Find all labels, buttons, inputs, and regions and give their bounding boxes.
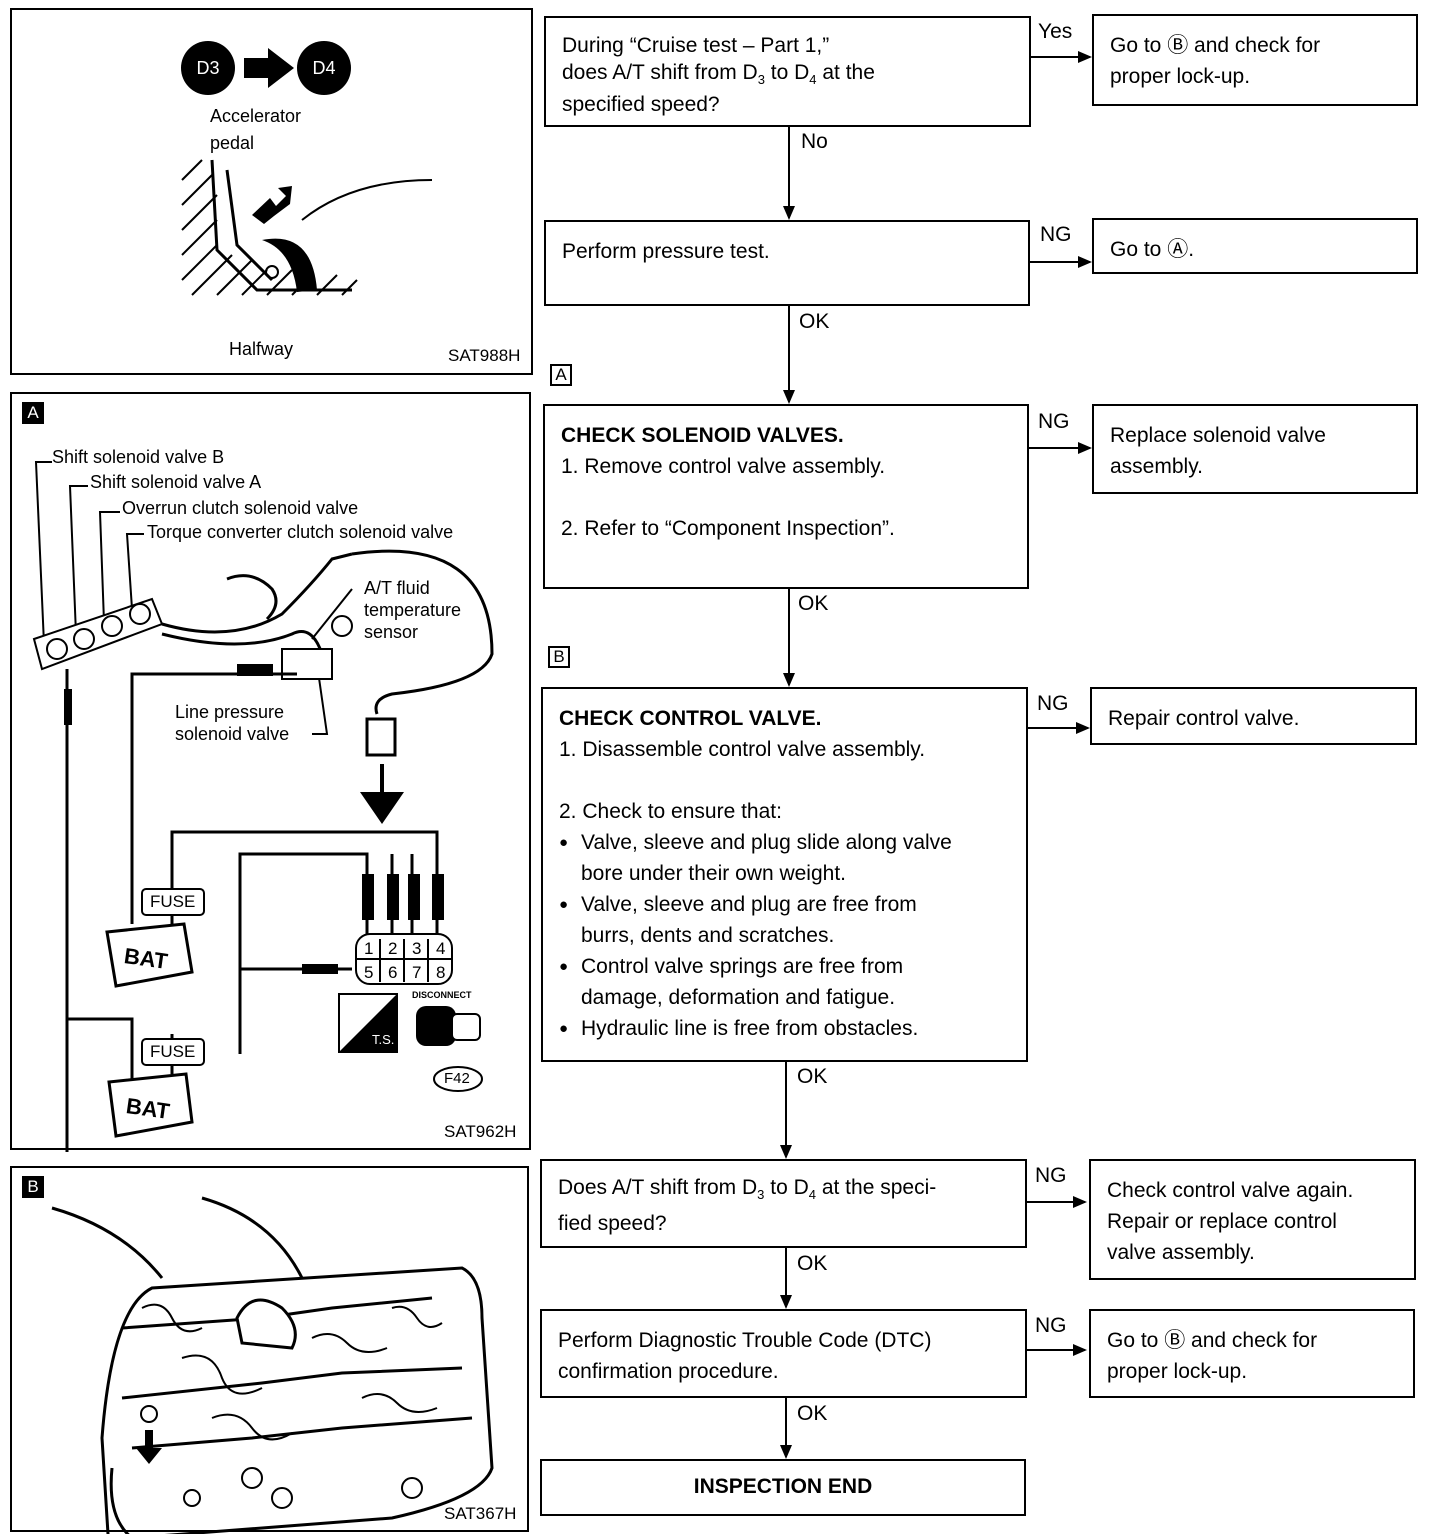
ok-label-2: OK — [798, 592, 829, 615]
flow-tag-b: B — [548, 646, 570, 668]
lockup-check-box: Go to Ⓑ and check for proper lock-up. — [1092, 14, 1418, 106]
halfway-label: Halfway — [229, 339, 294, 359]
solenoid-wiring-diagram — [32, 461, 494, 1152]
ok-label-3: OK — [797, 1065, 828, 1088]
dtc-confirmation-box: Perform Diagnostic Trouble Code (DTC) co… — [540, 1309, 1027, 1398]
yes-label: Yes — [1038, 20, 1073, 43]
shift-solenoid-a-label: Shift solenoid valve A — [90, 472, 262, 492]
repair-control-valve-box: Repair control valve. — [1090, 687, 1417, 745]
d3-label: D3 — [196, 58, 220, 78]
figure-code: SAT367H — [444, 1504, 517, 1523]
ok-label-1: OK — [799, 310, 830, 333]
ng-label-1: NG — [1040, 223, 1072, 246]
section-a-tag: A — [22, 402, 44, 424]
figure-code: SAT988H — [448, 346, 521, 365]
f42-label: F42 — [444, 1070, 470, 1087]
checklist-item: Hydraulic line is free from obstacles. — [559, 1013, 1010, 1044]
connector-pin-2: 2 — [388, 939, 398, 958]
replace-solenoid-box: Replace solenoid valve assembly. — [1092, 404, 1418, 494]
q1-line2: does A/T shift from D3 to D4 at the — [562, 61, 875, 88]
disconnect-label: DISCONNECT — [412, 990, 472, 1000]
figure-code: SAT962H — [444, 1122, 517, 1141]
connector-pin-1: 1 — [364, 939, 374, 958]
ng-label-2: NG — [1038, 410, 1070, 433]
connector-pin-8: 8 — [436, 963, 446, 982]
fuse-label-bottom: FUSE — [150, 1042, 196, 1061]
connector-pin-4: 4 — [436, 939, 446, 958]
ng-label-3: NG — [1037, 692, 1069, 715]
connector-pin-5: 5 — [364, 963, 374, 982]
ng-label-5: NG — [1035, 1314, 1067, 1337]
dtc-lockup-box: Go to Ⓑ and check for proper lock-up. — [1089, 1309, 1415, 1398]
fluid-sensor-label-3: sensor — [364, 622, 419, 642]
q1-line1: During “Cruise test – Part 1,” — [562, 34, 830, 57]
q1-line3: specified speed? — [562, 93, 720, 117]
checklist-item: Control valve springs are free fromdamag… — [559, 951, 1010, 1013]
ts-label: T.S. — [372, 1032, 395, 1047]
inspection-end-box: INSPECTION END — [540, 1459, 1026, 1516]
connector-pin-6: 6 — [388, 963, 398, 982]
ok-label-4: OK — [797, 1252, 828, 1275]
fluid-sensor-label-1: A/T fluid — [364, 578, 430, 598]
torque-converter-label: Torque converter clutch solenoid valve — [147, 522, 454, 542]
fluid-sensor-label-2: temperature — [364, 600, 462, 620]
no-label: No — [801, 130, 828, 153]
shift-solenoid-b-label: Shift solenoid valve B — [52, 447, 225, 467]
checklist-item: Valve, sleeve and plug are free fromburr… — [559, 889, 1010, 951]
ok-label-5: OK — [797, 1402, 828, 1425]
check-solenoid-valves-box: CHECK SOLENOID VALVES. 1. Remove control… — [543, 404, 1029, 589]
line-pressure-label-1: Line pressure — [175, 702, 285, 722]
d4-label: D4 — [312, 58, 336, 78]
line-pressure-label-2: solenoid valve — [175, 724, 290, 744]
flow-tag-a: A — [550, 364, 572, 386]
overrun-solenoid-label: Overrun clutch solenoid valve — [122, 498, 359, 518]
goto-a-box: Go to Ⓐ. — [1092, 218, 1418, 274]
check-again-box: Check control valve again. Repair or rep… — [1089, 1159, 1416, 1280]
check-control-valve-box: CHECK CONTROL VALVE. 1. Disassemble cont… — [541, 687, 1028, 1062]
pedal-illustration-panel: D3 D4 Accelerator pedal Halfway SAT988H — [10, 8, 533, 375]
control-valve-panel: B SAT367H — [10, 1166, 529, 1534]
solenoid-diagram-panel: A Shift solenoid valve B Shift solenoid … — [10, 392, 531, 1152]
control-valve-checklist: Valve, sleeve and plug slide along valve… — [559, 827, 1010, 1044]
pedal-illustration — [181, 41, 433, 296]
pedal-label: pedal — [210, 133, 255, 153]
connector-pin-7: 7 — [412, 963, 422, 982]
connector-pin-3: 3 — [412, 939, 422, 958]
section-b-tag: B — [22, 1176, 44, 1198]
cruise-test-question-box: During “Cruise test – Part 1,” does A/T … — [544, 16, 1031, 127]
fuse-label-top: FUSE — [150, 892, 196, 911]
control-valve-illustration — [51, 1196, 494, 1534]
shift-d3-d4-question-box: Does A/T shift from D3 to D4 at the spec… — [540, 1159, 1027, 1248]
ng-label-4: NG — [1035, 1164, 1067, 1187]
checklist-item: Valve, sleeve and plug slide along valve… — [559, 827, 1010, 889]
accelerator-label: Accelerator — [210, 106, 302, 126]
pressure-test-box: Perform pressure test. — [544, 220, 1030, 306]
